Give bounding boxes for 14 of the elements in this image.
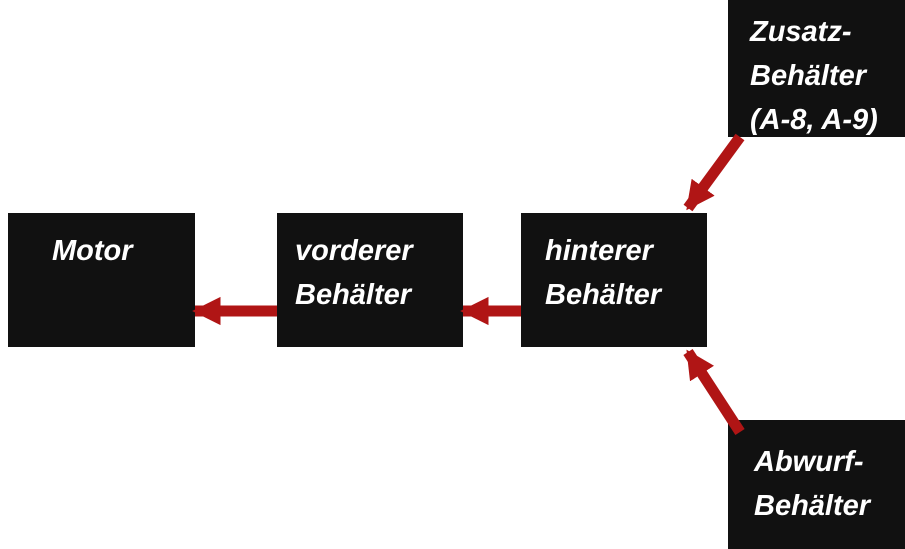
box-label: Motor: [52, 234, 135, 269]
box-label: Zusatz- Behälter (A-8, A-9): [750, 15, 879, 138]
process-box: [521, 213, 707, 347]
box-label: vorderer Behälter: [295, 234, 415, 313]
process-box: [728, 0, 905, 137]
box-label: Abwurf- Behälter: [754, 445, 872, 524]
process-box: [277, 213, 463, 347]
process-box: [8, 213, 195, 347]
arrow: [460, 296, 521, 326]
arrow: [684, 134, 744, 212]
arrow: [683, 349, 745, 435]
arrow: [192, 296, 277, 326]
process-box: [728, 420, 905, 549]
box-label: hinterer Behälter: [545, 234, 664, 313]
